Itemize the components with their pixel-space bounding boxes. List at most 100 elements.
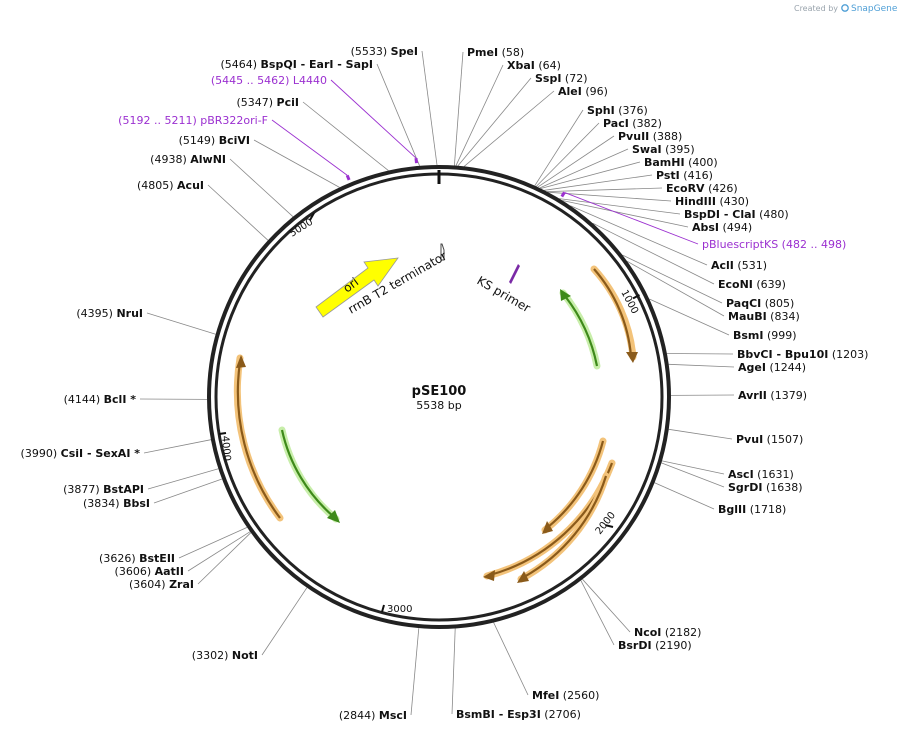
primer-leader-2	[330, 79, 417, 159]
leader-line-alei	[463, 90, 555, 167]
primer-label-1: (5192 .. 5211) pBR322ori-F	[118, 114, 268, 127]
leader-line-bstapi	[147, 468, 219, 490]
feature-orange-arrow-2	[547, 440, 605, 528]
primer-mark-1	[345, 174, 351, 181]
feature-green-halo-2	[278, 426, 340, 523]
site-label-agei: AgeI (1244)	[738, 361, 806, 374]
site-label-bcli: (4144) BclI *	[64, 393, 137, 406]
leader-line-acui	[207, 184, 269, 241]
site-label-alei: AleI (96)	[558, 85, 608, 98]
ori-feature-arrow	[315, 257, 399, 318]
ring-outer	[207, 165, 671, 629]
site-label-sgrdi: SgrDI (1638)	[728, 481, 803, 494]
site-label-spei: (5533) SpeI	[351, 45, 418, 58]
leader-line-acli	[570, 205, 708, 266]
site-label-pvuii: PvuII (388)	[618, 130, 682, 143]
ks-primer-arrow	[509, 264, 520, 284]
credit-prefix: Created by	[794, 4, 838, 13]
site-label-maubi: MauBI (834)	[728, 310, 800, 323]
site-label-xbai: XbaI (64)	[507, 59, 561, 72]
scale-tick-4000	[218, 432, 227, 435]
leader-line-zrai	[197, 532, 252, 585]
leader-line-xbai	[455, 64, 504, 166]
feature-green-arrowhead-2	[327, 510, 340, 523]
leader-line-bsteii	[178, 527, 248, 559]
leader-line-bglii	[654, 482, 715, 510]
site-label-bspdi: BspDI - ClaI (480)	[684, 208, 789, 221]
site-label-bbsi: (3834) BbsI	[83, 497, 150, 510]
leader-line-sphi	[534, 109, 584, 186]
leader-line-absi	[562, 200, 689, 228]
leader-line-paci	[536, 122, 600, 187]
feature-orange-arrow-4	[523, 475, 608, 578]
site-label-pcii: (5347) PciI	[236, 96, 299, 109]
leader-line-pvui	[668, 428, 733, 440]
leader-line-spei	[421, 50, 438, 166]
site-label-noti: (3302) NotI	[192, 649, 258, 662]
site-label-bcivi: (5149) BciVI	[179, 134, 250, 147]
scale-tick-5000	[309, 212, 315, 221]
primer-label-0: pBluescriptKS (482 .. 498)	[702, 238, 846, 251]
leader-line-swai	[539, 148, 629, 189]
leader-line-sspi	[457, 77, 532, 167]
leader-line-msci	[410, 628, 420, 716]
site-label-bsrdi: BsrDI (2190)	[618, 639, 692, 652]
feature-orange-halo-2	[541, 437, 607, 534]
feature-green-halo-1	[559, 289, 601, 370]
site-label-econi: EcoNI (639)	[718, 278, 786, 291]
primer-leader-1	[271, 119, 348, 176]
feature-orange-arrowhead-4	[517, 571, 529, 583]
scale-tick-2000	[605, 524, 614, 528]
site-label-alwni: (4938) AlwNI	[150, 153, 226, 166]
site-label-bsmi: BsmI (999)	[733, 329, 797, 342]
leader-line-pcii	[302, 101, 389, 171]
site-label-ecorv: EcoRV (426)	[666, 182, 738, 195]
leader-line-pvuii	[537, 135, 615, 188]
leader-line-maubi	[627, 260, 725, 317]
site-label-mfei: MfeI (2560)	[532, 689, 599, 702]
site-label-aatii: (3606) AatII	[115, 565, 184, 578]
leader-line-ncoi	[582, 579, 631, 633]
leader-line-bsmi	[649, 298, 730, 336]
leader-line-noti	[261, 587, 308, 656]
site-label-csii: (3990) CsiI - SexAI *	[21, 447, 141, 460]
scale-tick-3000	[381, 604, 385, 613]
feature-orange-halo-4	[517, 472, 610, 583]
feature-orange-arrowhead-3	[483, 570, 495, 581]
plasmid-name: pSE100	[412, 384, 467, 399]
site-label-zrai: (3604) ZraI	[129, 578, 194, 591]
feature-orange-arrow-1	[593, 268, 633, 357]
leader-line-aatii	[187, 531, 251, 572]
site-label-pmei: PmeI (58)	[467, 46, 524, 59]
leader-line-nrui	[146, 312, 216, 335]
scale-label-4000: 4000	[219, 435, 232, 461]
site-label-sphi: SphI (376)	[587, 104, 648, 117]
site-label-acui: (4805) AcuI	[137, 179, 204, 192]
feature-label-ks-primer: KS primer	[475, 273, 533, 315]
snapgene-logo-icon	[841, 4, 849, 12]
site-label-ncoi: NcoI (2182)	[634, 626, 701, 639]
feature-orange-arrow-5	[236, 361, 281, 519]
site-label-hindiii: HindIII (430)	[675, 195, 749, 208]
site-label-psti: PstI (416)	[656, 169, 713, 182]
feature-green-arrow-2	[280, 429, 335, 518]
leader-line-alwni	[229, 158, 294, 217]
feature-orange-arrowhead-2	[542, 521, 553, 534]
leader-line-bsrdi	[580, 580, 615, 646]
site-label-pvui: PvuI (1507)	[736, 433, 803, 446]
primer-site-labels: pBluescriptKS (482 .. 498) (5192 .. 5211)…	[118, 74, 846, 251]
site-label-asci: AscI (1631)	[728, 468, 794, 481]
feature-arrows: ori rrnB T2 terminator KS primer	[233, 243, 638, 583]
site-label-bamhi: BamHI (400)	[644, 156, 718, 169]
site-label-avrii: AvrII (1379)	[738, 389, 807, 402]
site-label-bglii: BglII (1718)	[718, 503, 786, 516]
site-label-nrui: (4395) NruI	[76, 307, 143, 320]
primer-label-2: (5445 .. 5462) L4440	[211, 74, 327, 87]
credit-brand: SnapGene	[851, 4, 898, 14]
restriction-site-labels: PmeI (58)XbaI (64)SspI (72)AleI (96)SphI…	[21, 45, 869, 722]
leader-line-econi	[592, 222, 715, 285]
leader-line-agei	[668, 363, 735, 368]
leader-line-ecorv	[546, 187, 663, 192]
terminator-icon	[440, 243, 445, 261]
